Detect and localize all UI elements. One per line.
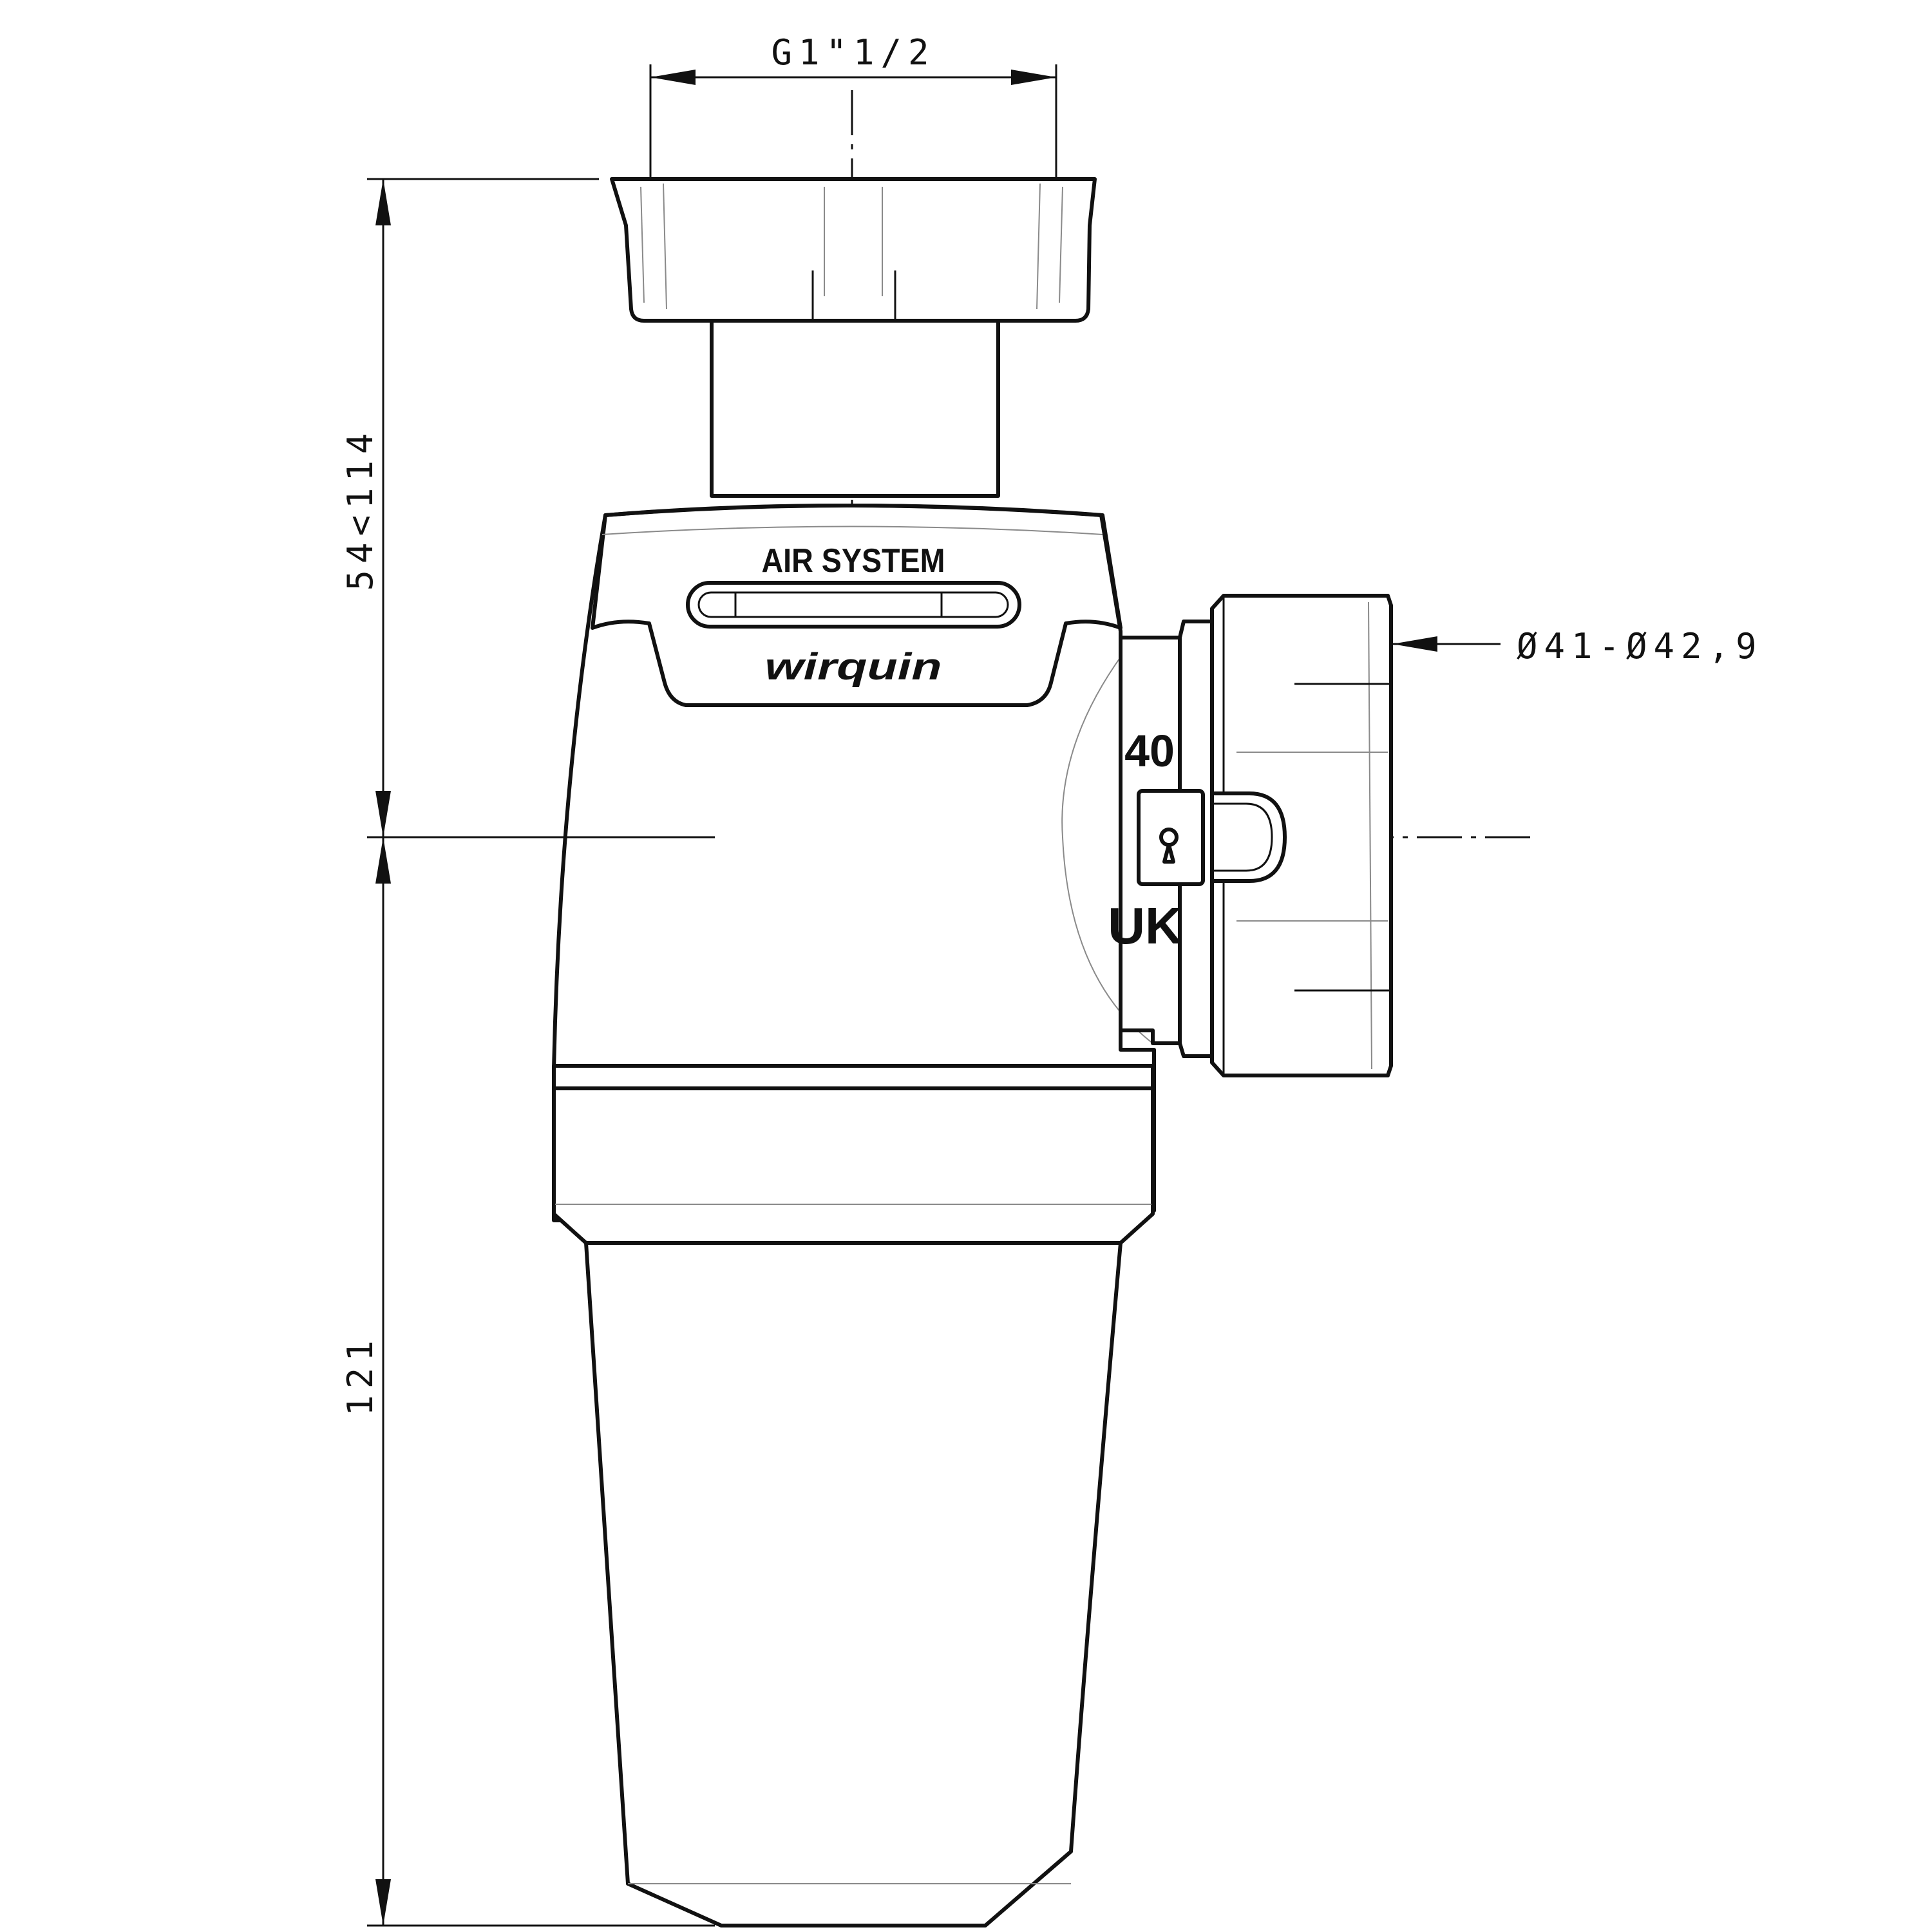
thread-dimension bbox=[649, 64, 1057, 177]
outlet-nut bbox=[1119, 594, 1393, 1077]
outlet-diameter-label: Ø41-Ø42,9 bbox=[1517, 626, 1763, 667]
vent-slot bbox=[686, 581, 1021, 629]
trap-body bbox=[552, 504, 1156, 1222]
upper-height-label: 54<114 bbox=[340, 426, 381, 591]
top-nut bbox=[610, 177, 1097, 323]
size-marking: 40 bbox=[1124, 726, 1175, 776]
air-system-label: AIR SYSTEM bbox=[762, 542, 945, 580]
lower-height-label: 121 bbox=[340, 1334, 381, 1416]
waist-band bbox=[552, 1064, 1155, 1245]
brand-logo: wirquin bbox=[765, 646, 942, 688]
lower-cup bbox=[584, 1241, 1122, 1927]
neck-tube bbox=[710, 319, 1000, 498]
region-marking: UK bbox=[1108, 897, 1182, 954]
lower-height-dimension bbox=[367, 836, 715, 1927]
outlet-diameter-dimension bbox=[1392, 636, 1501, 652]
thread-dimension-label: G1"1/2 bbox=[771, 32, 935, 73]
upper-height-dimension bbox=[367, 178, 599, 837]
